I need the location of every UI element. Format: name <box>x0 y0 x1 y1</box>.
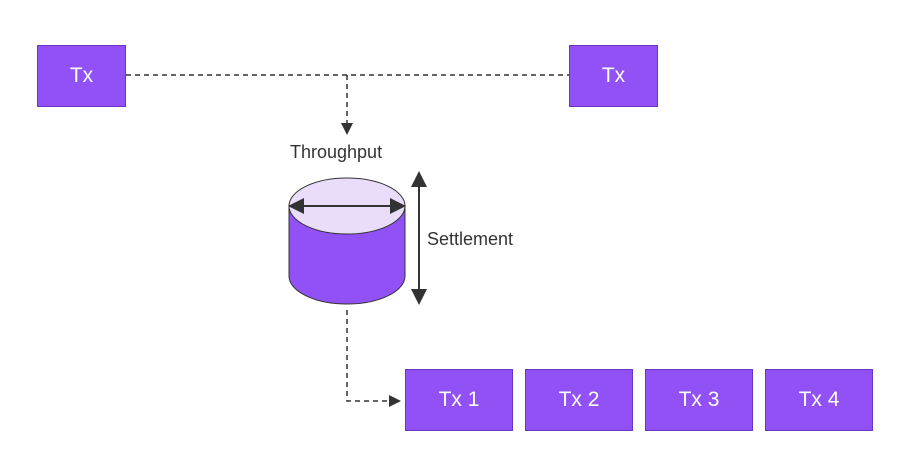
tx-box-label: Tx 2 <box>558 388 600 411</box>
tx-box-top-right: Tx <box>569 45 658 107</box>
tx-box-1: Tx 1 <box>405 369 513 431</box>
settlement-cylinder <box>288 177 406 305</box>
tx-box-label: Tx 4 <box>798 388 840 411</box>
tx-box-label: Tx 1 <box>438 388 480 411</box>
throughput-label: Throughput <box>290 142 383 162</box>
output-arrow <box>346 310 401 407</box>
tx-box-label: Tx <box>601 64 626 87</box>
tx-box-label: Tx <box>69 64 94 87</box>
tx-box-4: Tx 4 <box>765 369 873 431</box>
settlement-label: Settlement <box>427 229 514 249</box>
tx-box-top-left: Tx <box>37 45 126 107</box>
tx-box-label: Tx 3 <box>678 388 720 411</box>
tx-box-3: Tx 3 <box>645 369 753 431</box>
tx-box-2: Tx 2 <box>525 369 633 431</box>
